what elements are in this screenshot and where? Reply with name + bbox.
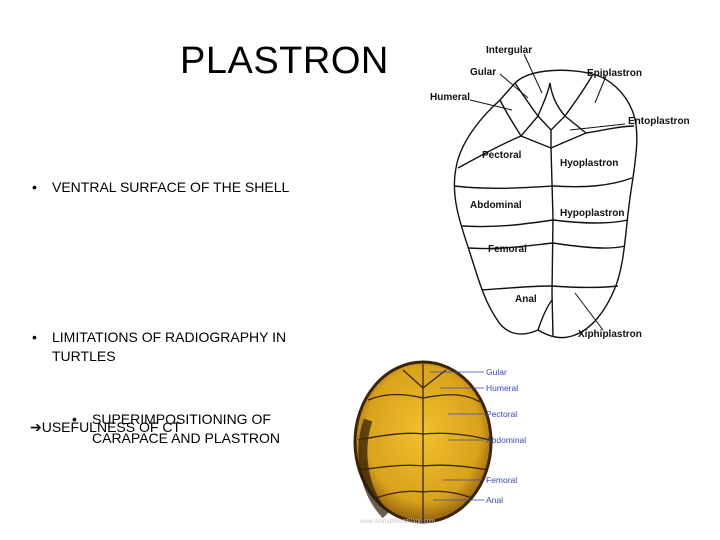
label-intergular: Intergular [486, 45, 532, 56]
bullet-list: • VENTRAL SURFACE OF THE SHELL • LIMITAT… [30, 178, 320, 446]
bullet-text: LIMITATIONS OF RADIOGRAPHY IN TURTLES [52, 329, 287, 364]
photo-watermark: www.AnimalWorldPage.com [359, 519, 435, 525]
label-pectoral: Pectoral [482, 150, 522, 161]
plastron-outline [453, 69, 638, 339]
label-hypoplastron: Hypoplastron [560, 208, 624, 219]
photo-label-pectoral: Pectoral [486, 409, 517, 419]
bullet-glyph: • [32, 179, 37, 195]
photo-label-abdominal: Abdominal [486, 435, 526, 445]
label-xiphiplastron: Xiphiplastron [578, 329, 642, 340]
label-humeral: Humeral [430, 92, 470, 103]
sub-bullet-text: SUPERIMPOSITIONING OF CARAPACE AND PLAST… [92, 411, 281, 446]
label-epiplastron: Epiplastron [587, 68, 642, 79]
bullet-item: • VENTRAL SURFACE OF THE SHELL [30, 178, 342, 197]
bullet-glyph: • [32, 329, 37, 345]
label-hyoplastron: Hyoplastron [560, 158, 618, 169]
plastron-diagram: Intergular Gular Humeral Epiplastron Ent… [430, 45, 690, 340]
arrow-line-text: USEFULNESS OF CT [41, 419, 181, 435]
plastron-photo: Gular Humeral Pectoral Abdominal Femoral… [353, 360, 526, 525]
photo-label-gular: Gular [486, 367, 507, 377]
photo-label-humeral: Humeral [486, 383, 518, 393]
bullet-item: • LIMITATIONS OF RADIOGRAPHY IN TURTLES [30, 328, 342, 366]
bullet-glyph: • [72, 411, 77, 427]
label-abdominal: Abdominal [470, 200, 522, 211]
bullet-text: VENTRAL SURFACE OF THE SHELL [52, 179, 290, 195]
photo-label-femoral: Femoral [486, 475, 517, 485]
label-anal: Anal [515, 294, 537, 305]
photo-label-anal: Anal [486, 495, 503, 505]
arrow-line: ➔USEFULNESS OF CT [30, 418, 320, 437]
label-gular: Gular [470, 67, 496, 78]
sub-bullet-item: • SUPERIMPOSITIONING OF CARAPACE AND PLA… [70, 410, 312, 448]
slide-title: PLASTRON [180, 40, 389, 82]
label-femoral: Femoral [488, 244, 527, 255]
label-entoplastron: Entoplastron [628, 116, 690, 127]
arrow-icon: ➔ [30, 419, 42, 435]
